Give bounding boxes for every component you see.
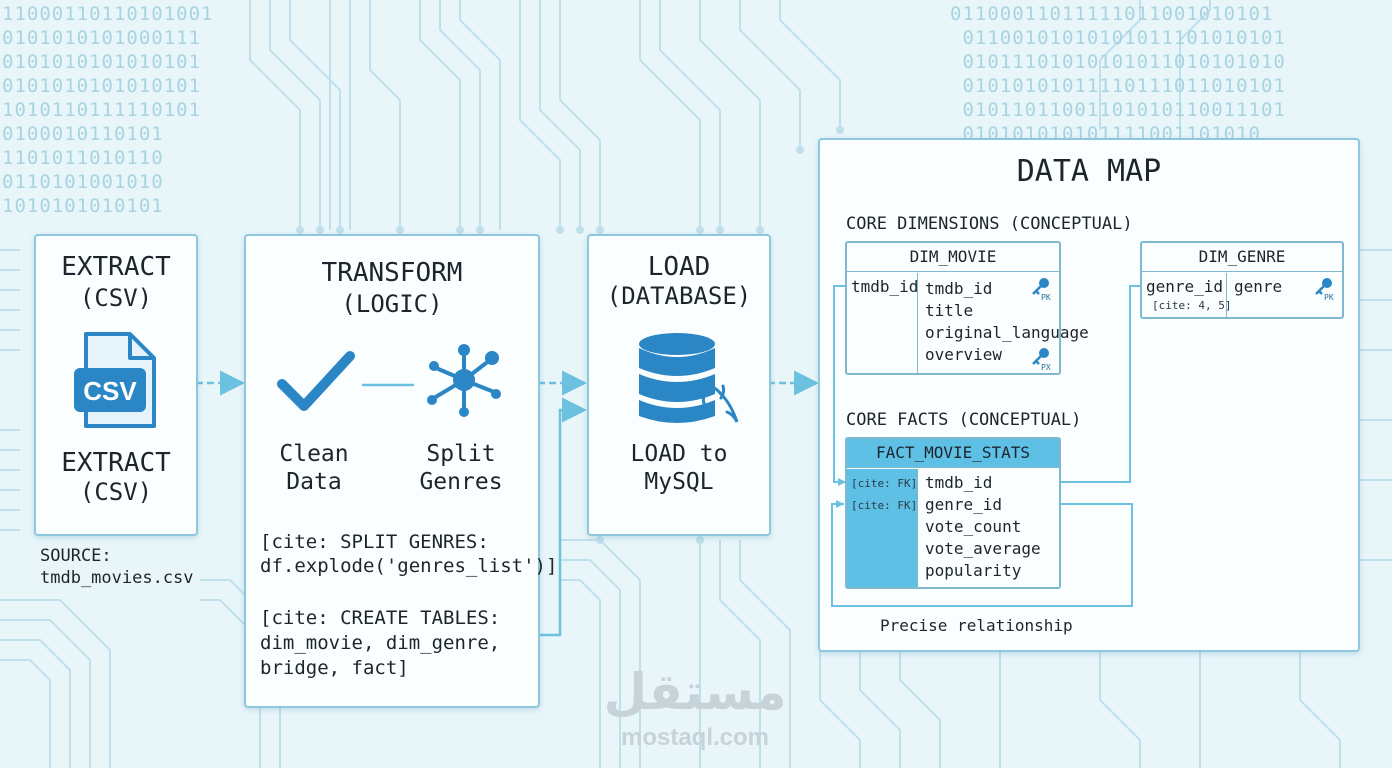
clean-data-line1: Clean [279, 441, 349, 467]
pk-label: PK [1324, 293, 1334, 302]
dim-movie-field: tmdb_id [925, 279, 993, 298]
clean-data-line2: Data [286, 469, 342, 495]
load-label-line1: LOAD to [630, 441, 728, 467]
dim-movie-field: overview [925, 345, 1003, 364]
load-card: LOAD (DATABASE) LOAD to MySQL [587, 234, 771, 536]
footer-note: Precise relationship [880, 616, 1073, 635]
fact-field: vote_average [925, 539, 1041, 558]
binary-pattern-right: 01100011011111011001010101 0110010101010… [950, 3, 1286, 145]
pk-label: PX [1041, 363, 1051, 372]
dim-movie-header: DIM_MOVIE [847, 243, 1059, 272]
extract-card: EXTRACT (CSV) CSV EXTRACT (CSV) [34, 234, 198, 536]
split-genres-note-line2: df.explode('genres_list')] [260, 555, 558, 577]
source-label: SOURCE: [40, 546, 112, 566]
fact-key-column: [cite: FK] [cite: FK] [847, 469, 918, 587]
dim-genre-field: genre [1234, 277, 1283, 296]
dim-genre-key: genre_id [1146, 277, 1224, 296]
database-icon [637, 332, 747, 440]
dim-movie-key-column: tmdb_id [847, 273, 918, 373]
dim-movie-field: original_language [925, 323, 1089, 342]
dim-genre-key-note: [cite: 4, 5] [1152, 299, 1232, 312]
extract-label-subtitle: (CSV) [79, 478, 153, 506]
load-label-line2: MySQL [644, 469, 714, 495]
step-connector [362, 383, 414, 387]
extract-label-title: EXTRACT [61, 448, 171, 478]
fact-movie-stats-table: FACT_MOVIE_STATS [cite: FK] [cite: FK] t… [845, 437, 1061, 589]
source-file: tmdb_movies.csv [40, 568, 194, 588]
dim-genre-header: DIM_GENRE [1142, 243, 1342, 272]
fact-field: tmdb_id [925, 473, 993, 492]
csv-file-icon: CSV [72, 330, 164, 430]
dim-genre-key-column: genre_id [cite: 4, 5] [1142, 273, 1231, 317]
fact-key-note: [cite: FK] [851, 499, 918, 512]
load-title: LOAD [647, 252, 711, 282]
fact-field: popularity [925, 561, 1022, 580]
transform-title: TRANSFORM [321, 258, 463, 288]
fact-field: genre_id [925, 495, 1003, 514]
checkmark-icon [274, 348, 356, 420]
dim-movie-key: tmdb_id [851, 277, 919, 296]
load-subtitle: (DATABASE) [606, 282, 752, 310]
fact-header: FACT_MOVIE_STATS [847, 439, 1059, 468]
create-tables-note-line2: dim_movie, dim_genre, [260, 632, 501, 654]
fact-key-note: [cite: FK] [851, 477, 918, 490]
watermark-latin: mostaql.com [620, 724, 770, 751]
dim-movie-table: DIM_MOVIE tmdb_id tmdb_id title original… [845, 241, 1089, 375]
extract-title: EXTRACT [61, 252, 171, 282]
data-map-title: DATA MAP [1016, 154, 1162, 189]
dimensions-heading: CORE DIMENSIONS (CONCEPTUAL) [846, 214, 1133, 234]
facts-heading: CORE FACTS (CONCEPTUAL) [846, 410, 1082, 430]
pk-label: PK [1041, 293, 1051, 302]
dim-genre-table: DIM_GENRE genre_id [cite: 4, 5] genre PK [1140, 241, 1344, 319]
network-icon [424, 342, 504, 422]
split-genres-line1: Split [426, 441, 496, 467]
transform-subtitle: (LOGIC) [341, 290, 443, 318]
split-genres-note-line1: [cite: SPLIT GENRES: [260, 531, 489, 553]
fact-field: vote_count [925, 517, 1022, 536]
mysql-dolphin-icon [693, 383, 739, 423]
transform-card: TRANSFORM (LOGIC) Clean Data Split Genre… [244, 234, 557, 708]
csv-icon-label: CSV [83, 376, 137, 406]
create-tables-note-line3: bridge, fact] [260, 657, 409, 679]
key-icon [1315, 278, 1332, 295]
binary-pattern-left: 11000110110101001 0101010101000111 01010… [2, 3, 214, 217]
watermark-arabic: مستقل [603, 663, 787, 721]
dim-movie-field: title [925, 301, 974, 320]
create-tables-note-line1: [cite: CREATE TABLES: [260, 607, 501, 629]
extract-subtitle: (CSV) [79, 284, 153, 312]
split-genres-line2: Genres [419, 469, 503, 495]
